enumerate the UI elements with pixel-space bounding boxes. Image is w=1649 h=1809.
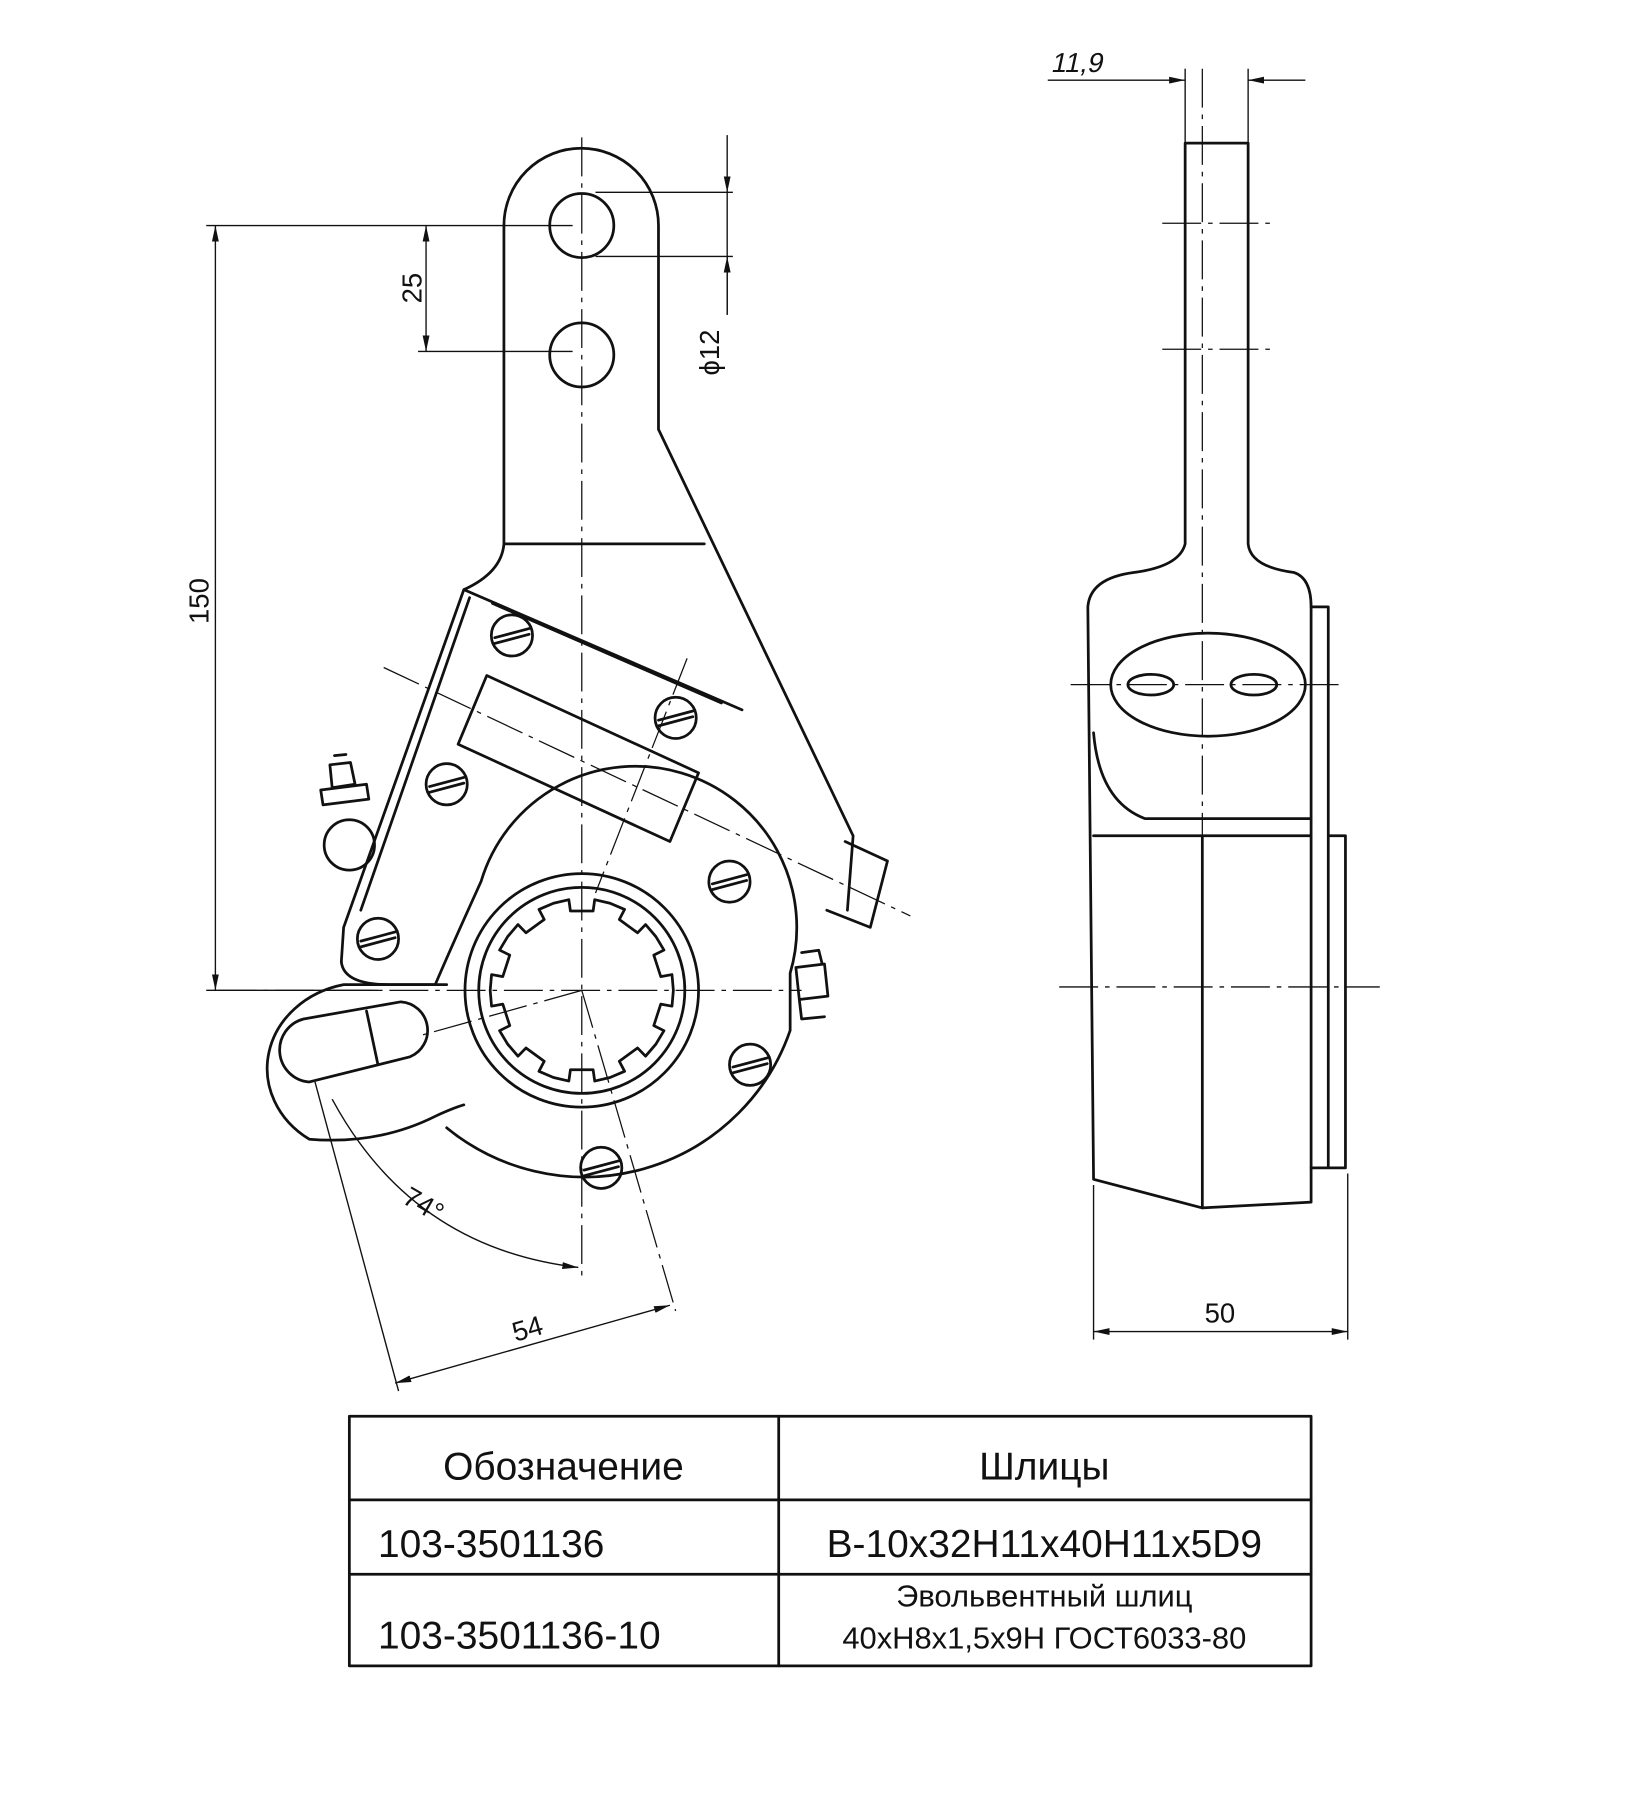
row2-splines-line2: 40xH8x1,5x9H ГОСТ6033-80: [842, 1621, 1246, 1656]
row1-designation: 103-3501136: [378, 1523, 604, 1566]
screw-icon: [579, 1145, 624, 1190]
adjuster-nut: [794, 948, 830, 1021]
side-view: [1059, 68, 1380, 1214]
header-splines: Шлицы: [979, 1445, 1109, 1488]
body-outline: [339, 764, 799, 1179]
name-plate: [456, 674, 700, 843]
screw-icon: [489, 613, 534, 658]
side-plates: [1309, 605, 1347, 1170]
screw-icon: [424, 762, 469, 807]
spline-profile: [488, 898, 675, 1083]
lever-arm-outline: [339, 146, 855, 964]
dim-11-9: 11,9: [1049, 47, 1107, 78]
header-designation: Обозначение: [443, 1445, 684, 1488]
screws: [355, 613, 773, 1190]
screw-icon: [707, 859, 752, 904]
front-view: [217, 137, 911, 1312]
screw-icon: [728, 1042, 773, 1087]
front-dimensions: 150 25 ϕ12 74° 54: [184, 135, 733, 1392]
dim-150: 150: [184, 578, 215, 624]
row1-splines: В-10x32H11x40H11x5D9: [827, 1523, 1262, 1566]
side-arm: [1086, 141, 1313, 1210]
spec-table: Обозначение Шлицы 103-3501136 В-10x32H11…: [347, 1414, 1313, 1668]
dim-50: 50: [1205, 1297, 1236, 1328]
row2-designation: 103-3501136-10: [378, 1615, 661, 1658]
dim-phi12: ϕ12: [694, 330, 725, 376]
screw-icon: [355, 916, 400, 961]
screw-icon: [653, 695, 698, 740]
cover-plate: [359, 588, 744, 912]
spline-teeth: [488, 898, 675, 1083]
slot: [278, 1000, 429, 1084]
slot-lug: [265, 983, 466, 1142]
dim-25: 25: [396, 273, 427, 304]
row2-splines-line1: Эвольвентный шлиц: [896, 1578, 1192, 1613]
side-dimensions: 11,9 50: [1047, 47, 1349, 1340]
grease-nipple: [319, 753, 376, 872]
worm-boss: [825, 840, 889, 929]
